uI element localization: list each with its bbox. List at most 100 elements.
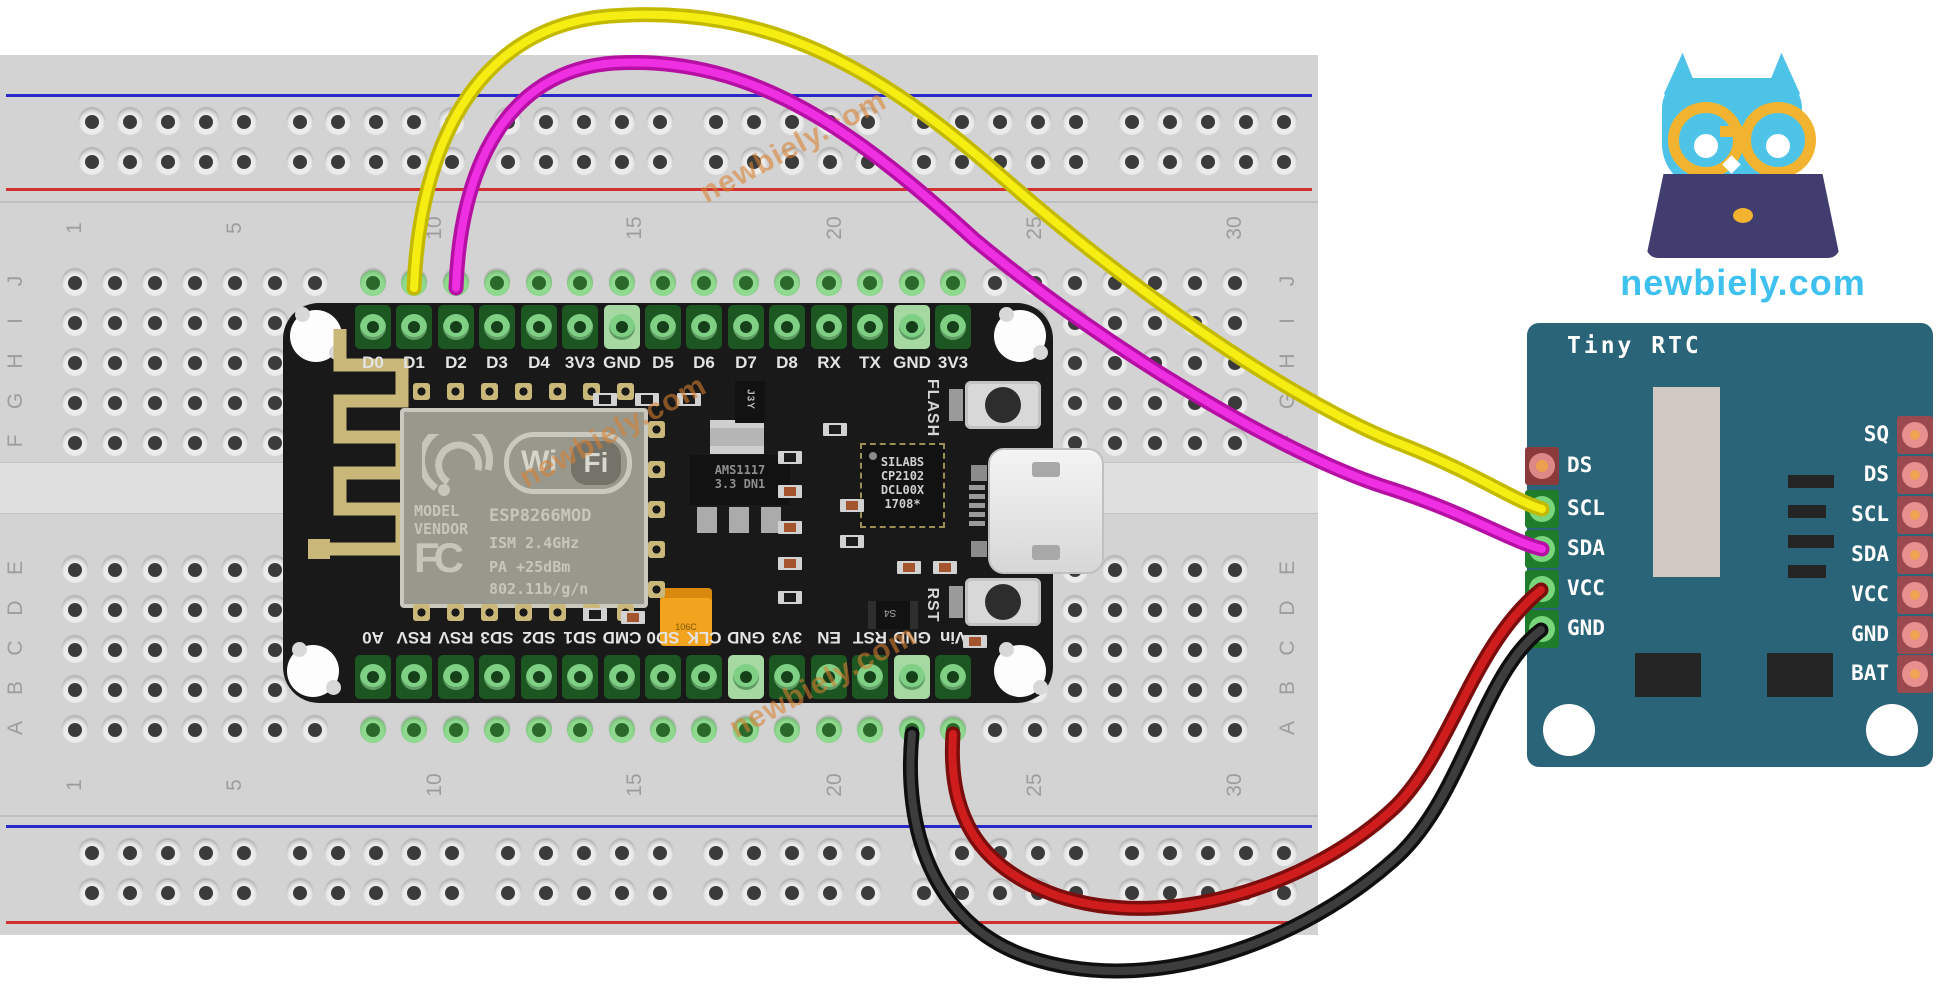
breadboard-hole	[222, 557, 248, 583]
breadboard-hole	[325, 880, 351, 906]
breadboard-hole-connected	[360, 270, 386, 296]
breadboard-divider	[0, 201, 1318, 203]
breadboard-divider	[0, 815, 1318, 817]
breadboard-hole	[987, 149, 1013, 175]
rtc-right-pin-pad	[1897, 655, 1933, 693]
breadboard-column-number: 30	[1223, 773, 1246, 797]
breadboard-hole	[222, 430, 248, 456]
breadboard-hole	[302, 270, 328, 296]
breadboard-hole	[62, 637, 88, 663]
breadboard-hole	[62, 597, 88, 623]
usb-tab	[1032, 545, 1060, 560]
rtc-title: Tiny RTC	[1567, 333, 1702, 359]
breadboard-column-number: 20	[823, 216, 846, 240]
breadboard-row-letter: A	[1276, 721, 1299, 736]
esp-pin-pad	[479, 655, 515, 699]
esp-pin-label: A0	[362, 628, 384, 647]
breadboard-column-number: 1	[63, 222, 86, 234]
esp-pin-pad	[521, 655, 557, 699]
breadboard-hole	[102, 597, 128, 623]
mounting-notch	[994, 307, 1048, 362]
breadboard-hole	[1222, 430, 1248, 456]
esp-pin-label: D3	[486, 353, 508, 372]
breadboard-hole-connected	[733, 270, 759, 296]
power-rail-red-bottom	[6, 921, 1312, 924]
esp-pin-label: CMD	[602, 628, 642, 647]
rtc-pin-label: DS	[1863, 462, 1889, 486]
breadboard-row-letter: C	[1276, 640, 1299, 656]
smd-component	[933, 561, 957, 574]
breadboard-hole	[1182, 677, 1208, 703]
breadboard-hole	[325, 149, 351, 175]
breadboard-hole	[495, 840, 521, 866]
breadboard-hole	[1062, 637, 1088, 663]
rtc-crystal	[1653, 387, 1720, 577]
breadboard-hole	[222, 677, 248, 703]
breadboard-hole-connected	[526, 270, 552, 296]
smd-component	[778, 521, 802, 534]
breadboard-hole	[1063, 149, 1089, 175]
breadboard-hole	[647, 109, 673, 135]
breadboard-column-number: 30	[1223, 216, 1246, 240]
esp-pin-pad	[686, 655, 722, 699]
breadboard-hole	[1102, 557, 1128, 583]
solder-pad	[447, 604, 464, 621]
breadboard-hole	[1142, 677, 1168, 703]
rtc-right-pin-pad	[1897, 576, 1933, 614]
breadboard-hole-connected	[401, 717, 427, 743]
mounting-hole	[1866, 704, 1918, 756]
breadboard-hole	[1142, 637, 1168, 663]
rtc-resistor	[1788, 505, 1826, 518]
regulator-voltage: 3.3 DN1	[714, 477, 766, 491]
breadboard-row-letter: J	[1276, 275, 1299, 287]
breadboard-hole-connected	[857, 717, 883, 743]
rtc-pin-label: SQ	[1863, 422, 1889, 446]
breadboard-hole	[609, 109, 635, 135]
reset-button-cap	[985, 584, 1021, 620]
breadboard-hole-connected	[443, 270, 469, 296]
breadboard-hole	[987, 880, 1013, 906]
breadboard-hole	[401, 109, 427, 135]
breadboard-hole	[142, 597, 168, 623]
breadboard-hole	[363, 149, 389, 175]
breadboard-hole-connected	[526, 717, 552, 743]
breadboard-hole	[1102, 637, 1128, 663]
esp-pin-label: GND	[603, 353, 641, 372]
breadboard-hole	[401, 880, 427, 906]
breadboard-hole	[1025, 880, 1051, 906]
breadboard-hole	[1271, 109, 1297, 135]
esp-pin-pad	[894, 305, 930, 349]
breadboard-hole	[1222, 637, 1248, 663]
breadboard-hole	[609, 840, 635, 866]
breadboard-hole	[262, 677, 288, 703]
glasses-bridge	[1720, 126, 1744, 137]
breadboard-hole	[79, 109, 105, 135]
usb-shield-finger	[969, 494, 985, 499]
breadboard-hole	[1102, 270, 1128, 296]
breadboard-row-letter: F	[1276, 434, 1299, 448]
esp-pin-label: D6	[693, 353, 715, 372]
breadboard-column-number: 20	[823, 773, 846, 797]
breadboard-hole	[495, 880, 521, 906]
breadboard-hole	[142, 557, 168, 583]
breadboard-hole-connected	[401, 270, 427, 296]
breadboard-hole	[222, 350, 248, 376]
breadboard-hole	[1102, 677, 1128, 703]
breadboard-hole	[102, 350, 128, 376]
solder-pad	[447, 383, 464, 400]
esp-pin-label: SD3	[480, 628, 514, 647]
breadboard-hole	[231, 840, 257, 866]
rtc-left-pin-pad	[1525, 570, 1559, 608]
breadboard-hole	[262, 717, 288, 743]
breadboard-hole	[1142, 717, 1168, 743]
breadboard-hole	[287, 149, 313, 175]
smd-component	[778, 485, 802, 498]
breadboard-hole	[609, 880, 635, 906]
flash-button-cap	[985, 387, 1021, 423]
usb-tab	[1032, 462, 1060, 477]
breadboard-hole	[911, 880, 937, 906]
breadboard-hole	[855, 880, 881, 906]
breadboard-hole	[102, 677, 128, 703]
breadboard-hole	[741, 880, 767, 906]
breadboard-row-letter: A	[4, 721, 27, 736]
